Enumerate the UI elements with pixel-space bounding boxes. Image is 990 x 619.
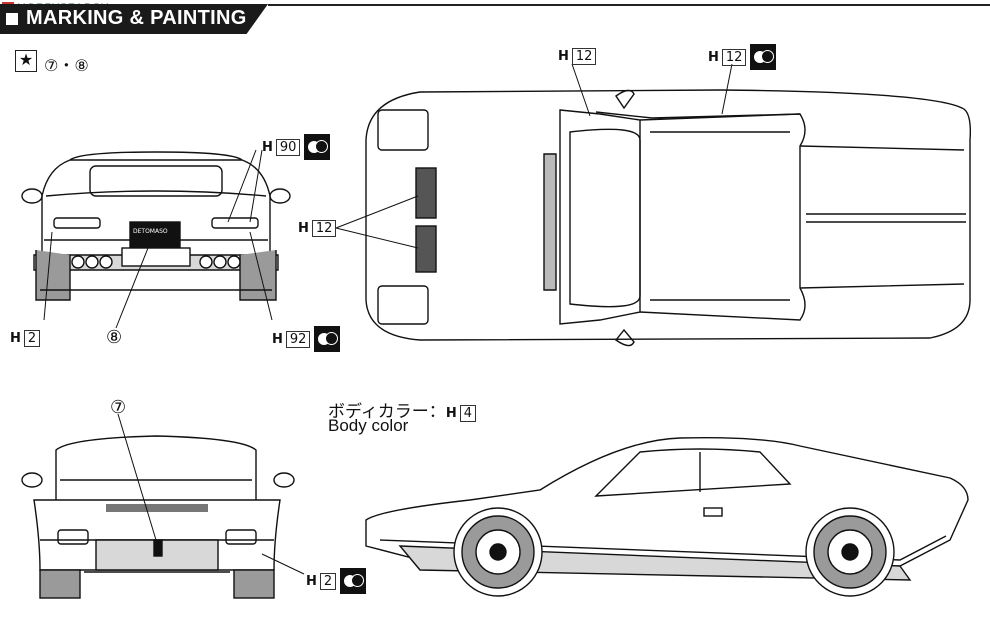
plate-text: DETOMASO — [133, 228, 168, 235]
paint-chip-icon — [340, 568, 367, 594]
top-view-drawing — [335, 63, 972, 347]
decal-numbers: ⑦・⑧ — [44, 56, 89, 75]
star-decal-icon: ★ — [15, 50, 37, 72]
section-header: MARKING & PAINTING — [0, 4, 268, 34]
paint-chip-icon — [304, 134, 331, 160]
body-color-label-en: Body color — [328, 416, 409, 435]
paint-chip-icon — [314, 326, 341, 352]
rear-plate — [129, 221, 181, 249]
header-rule — [268, 4, 990, 6]
rear-view-drawing — [21, 149, 291, 329]
header-square-icon — [6, 13, 18, 25]
decal-7-label: ⑦ — [110, 397, 127, 418]
front-view-drawing — [21, 413, 305, 599]
section-title: MARKING & PAINTING — [26, 7, 247, 29]
decal-8-label: ⑧ — [106, 327, 123, 348]
side-view-drawing — [365, 436, 969, 597]
paint-chip-icon — [750, 44, 777, 70]
